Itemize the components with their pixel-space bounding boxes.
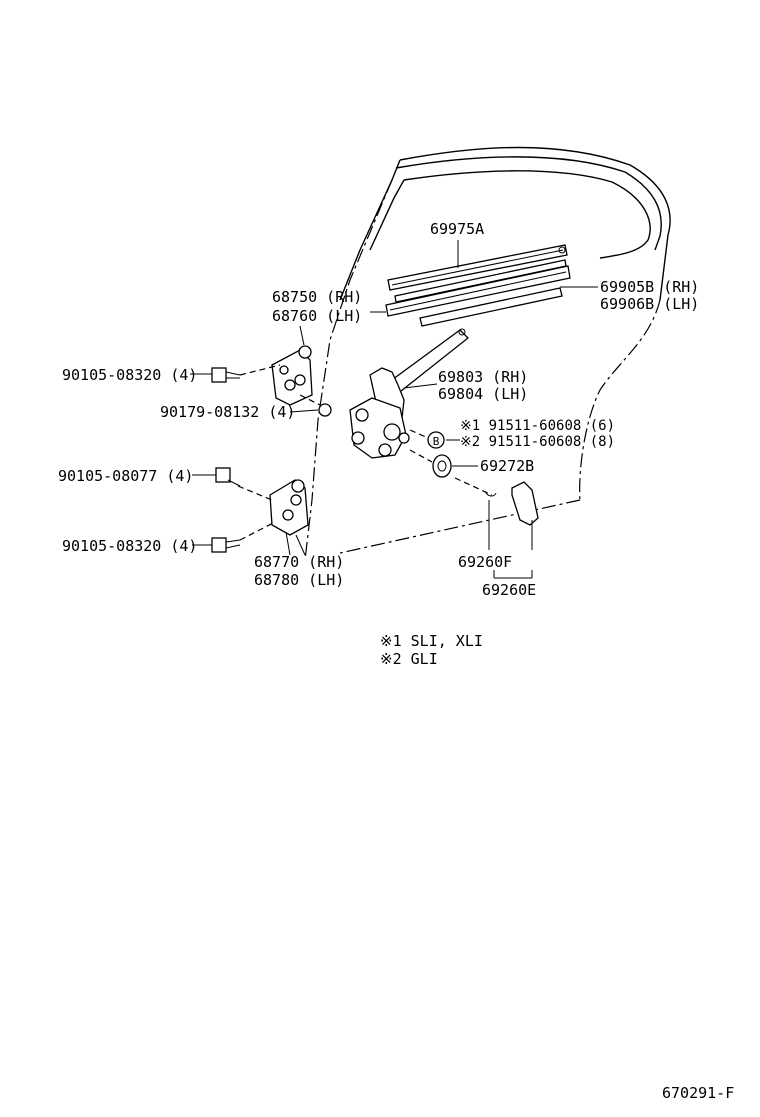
upper-hinge xyxy=(271,345,313,406)
label-69260F: 69260F xyxy=(458,553,512,571)
channel-69975A xyxy=(387,244,568,291)
label-91511-2: ※2 91511-60608 (8) xyxy=(460,434,615,450)
label-68780: 68780 (LH) xyxy=(254,571,344,589)
screw-marker: B xyxy=(409,429,445,449)
label-90105-08320-top: 90105-08320 (4) xyxy=(62,366,197,384)
washer-69272B xyxy=(409,449,452,478)
bolt-marker-label: B xyxy=(433,435,440,448)
label-69905B: 69905B (RH) xyxy=(600,278,699,296)
note-2: ※2 GLI xyxy=(380,650,438,668)
bolt-lower-left xyxy=(211,521,276,553)
label-69975A: 69975A xyxy=(430,220,484,238)
labels: 69975A 69905B (RH) 69906B (LH) 68750 (RH… xyxy=(58,220,734,1102)
label-69906B: 69906B (LH) xyxy=(600,295,699,313)
label-69272B: 69272B xyxy=(480,457,534,475)
label-90105-08077: 90105-08077 (4) xyxy=(58,467,193,485)
lower-hinge xyxy=(269,479,309,536)
label-68760: 68760 (LH) xyxy=(272,307,362,325)
label-91511-1: ※1 91511-60608 (6) xyxy=(460,418,615,434)
label-68750: 68750 (RH) xyxy=(272,288,362,306)
label-68770: 68770 (RH) xyxy=(254,553,344,571)
window-regulator xyxy=(349,328,469,459)
label-90105-08320-bottom: 90105-08320 (4) xyxy=(62,537,197,555)
note-1: ※1 SLI, XLI xyxy=(380,632,483,650)
channel-69905B xyxy=(385,259,571,327)
label-90179-08132: 90179-08132 (4) xyxy=(160,403,295,421)
diagram-code: 670291-F xyxy=(662,1084,734,1102)
door-outline xyxy=(304,146,671,561)
leader-lines xyxy=(190,240,598,579)
bolt-90179 xyxy=(299,394,332,417)
bolt-90105-08077 xyxy=(215,467,273,501)
label-69260E: 69260E xyxy=(482,581,536,599)
handle-69260E xyxy=(454,477,539,526)
label-69803: 69803 (RH) xyxy=(438,368,528,386)
label-69804: 69804 (LH) xyxy=(438,385,528,403)
bolt-upper-left xyxy=(211,364,281,383)
